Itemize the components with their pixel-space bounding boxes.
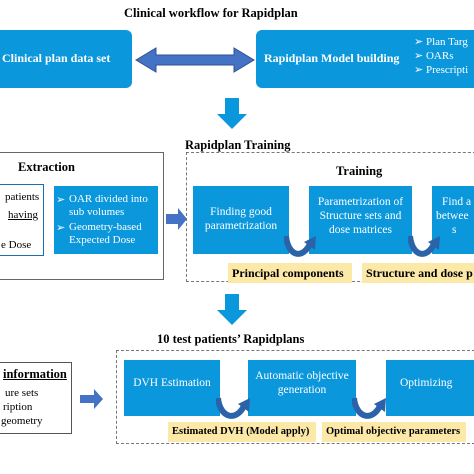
- box-line: Finding good: [210, 206, 272, 218]
- bullet-icon: ➢: [414, 64, 426, 76]
- bullet-icon: ➢: [56, 194, 66, 206]
- box-line: parametrization: [204, 220, 278, 232]
- extraction-panel: [0, 152, 164, 280]
- curved-arrow-1: [284, 235, 316, 257]
- curved-arrow-4: [352, 397, 386, 419]
- principal-components-label: Principal components: [228, 263, 352, 283]
- bidirectional-arrow: [135, 47, 255, 73]
- rapidplan-training-title: Rapidplan Training: [185, 138, 291, 152]
- training-title: Training: [336, 164, 383, 178]
- finding-parametrization-box: Finding good parametrization: [193, 186, 289, 254]
- down-arrow-1: [217, 98, 247, 129]
- list-item: ➢ Prescripti: [414, 64, 469, 76]
- information-box: information ure sets ription geometry: [0, 362, 72, 434]
- extraction-item-line: Geometry-based: [69, 221, 142, 233]
- extraction-left-box: patients having e Dose: [0, 184, 44, 256]
- extraction-left-line: having: [8, 209, 38, 221]
- dvh-estimation-label: DVH Estimation: [133, 377, 211, 389]
- estimated-dvh-label: Estimated DVH (Model apply): [168, 422, 316, 442]
- clinical-plan-data-set-box: Clinical plan data set: [0, 30, 132, 88]
- bullet-icon: ➢: [56, 222, 66, 234]
- box-line: generation: [277, 384, 327, 396]
- parametrization-structure-box: Parametrization of Structure sets and do…: [309, 186, 412, 254]
- box-line: s: [452, 224, 457, 236]
- extraction-item-line: sub volumes: [69, 206, 125, 218]
- information-line: geometry: [1, 415, 43, 427]
- bullet-icon: ➢: [414, 50, 426, 62]
- box-line: dose matrices: [329, 224, 392, 236]
- extraction-item-line: OAR divided into: [69, 193, 148, 205]
- optimizing-box: Optimizing: [386, 360, 474, 416]
- model-building-list: ➢ Plan Targ ➢ OARs ➢ Prescripti: [414, 36, 468, 76]
- box-line: Parametrization of: [317, 196, 404, 208]
- right-arrow-training: [166, 208, 187, 230]
- down-arrow-2: [217, 294, 247, 325]
- clinical-plan-data-set-label: Clinical plan data set: [2, 51, 111, 65]
- information-title: information: [3, 367, 67, 381]
- curved-arrow-3: [216, 397, 250, 419]
- workflow-title: Clinical workflow for Rapidplan: [124, 6, 298, 20]
- extraction-left-line: patients: [5, 191, 40, 203]
- list-item: ➢ Plan Targ: [414, 36, 468, 48]
- right-arrow-plans: [80, 389, 103, 409]
- rapidplan-model-building-box: Rapidplan Model building ➢ Plan Targ ➢ O…: [256, 30, 474, 88]
- automatic-objective-box: Automatic objective generation: [248, 360, 356, 416]
- rapidplans-panel: [116, 350, 474, 444]
- extraction-title: Extraction: [18, 160, 75, 174]
- box-line: betwee: [436, 210, 469, 222]
- information-line: ription: [3, 401, 33, 413]
- extraction-left-line: e Dose: [1, 239, 32, 251]
- structure-dose-label: Structure and dose p: [362, 263, 474, 283]
- optimal-objective-label: Optimal objective parameters: [322, 422, 466, 442]
- extraction-item-line: Expected Dose: [69, 234, 136, 246]
- box-line: Find a: [442, 196, 472, 208]
- box-line: Structure sets and: [319, 210, 402, 222]
- curved-arrow-2: [408, 235, 440, 257]
- bullet-icon: ➢: [414, 36, 426, 48]
- test-patients-title: 10 test patients’ Rapidplans: [157, 332, 305, 346]
- rapidplan-model-building-label: Rapidplan Model building: [264, 51, 400, 65]
- extraction-items-box: ➢ OAR divided into sub volumes ➢ Geometr…: [54, 186, 158, 254]
- list-item: ➢ OARs: [414, 50, 454, 62]
- optimizing-label: Optimizing: [400, 377, 453, 389]
- box-line: Automatic objective: [255, 370, 349, 382]
- dvh-estimation-box: DVH Estimation: [124, 360, 220, 416]
- information-line: ure sets: [5, 387, 39, 399]
